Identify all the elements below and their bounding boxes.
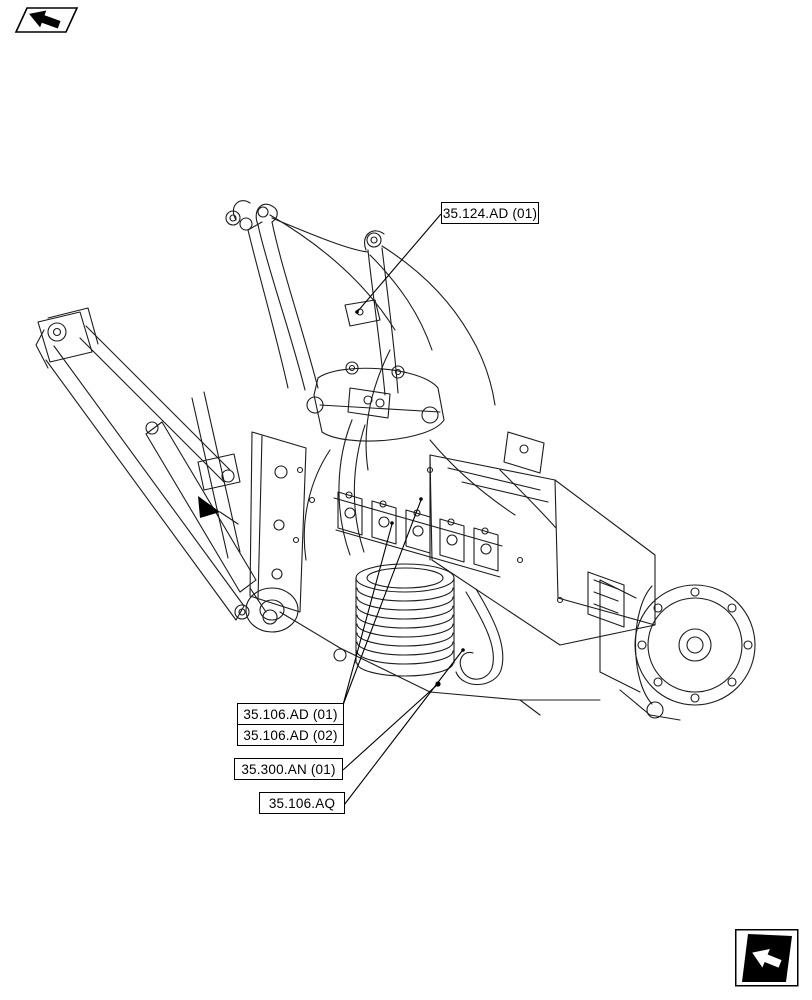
nav-back-button[interactable] (13, 5, 81, 36)
callout-35-106-AD-02[interactable]: 35.106.AD (02) (237, 724, 344, 746)
callout-35-106-AQ[interactable]: 35.106.AQ (259, 792, 345, 814)
callout-label: 35.124.AD (01) (442, 205, 538, 221)
callout-label: 35.106.AD (01) (243, 706, 338, 722)
nav-back-arrow-icon (29, 10, 61, 29)
machine-line-art (35, 200, 756, 721)
nav-next-arrow-icon (752, 948, 782, 968)
callout-35-124-AD-01[interactable]: 35.124.AD (01) (441, 202, 539, 224)
nav-next-button[interactable] (735, 929, 799, 987)
callout-label: 35.300.AN (01) (241, 761, 336, 777)
callout-35-300-AN-01[interactable]: 35.300.AN (01) (234, 758, 343, 780)
callout-label: 35.106.AQ (268, 795, 336, 811)
callout-35-106-AD-01[interactable]: 35.106.AD (01) (237, 703, 344, 725)
leader-lines (342, 213, 465, 806)
callout-label: 35.106.AD (02) (243, 727, 338, 743)
